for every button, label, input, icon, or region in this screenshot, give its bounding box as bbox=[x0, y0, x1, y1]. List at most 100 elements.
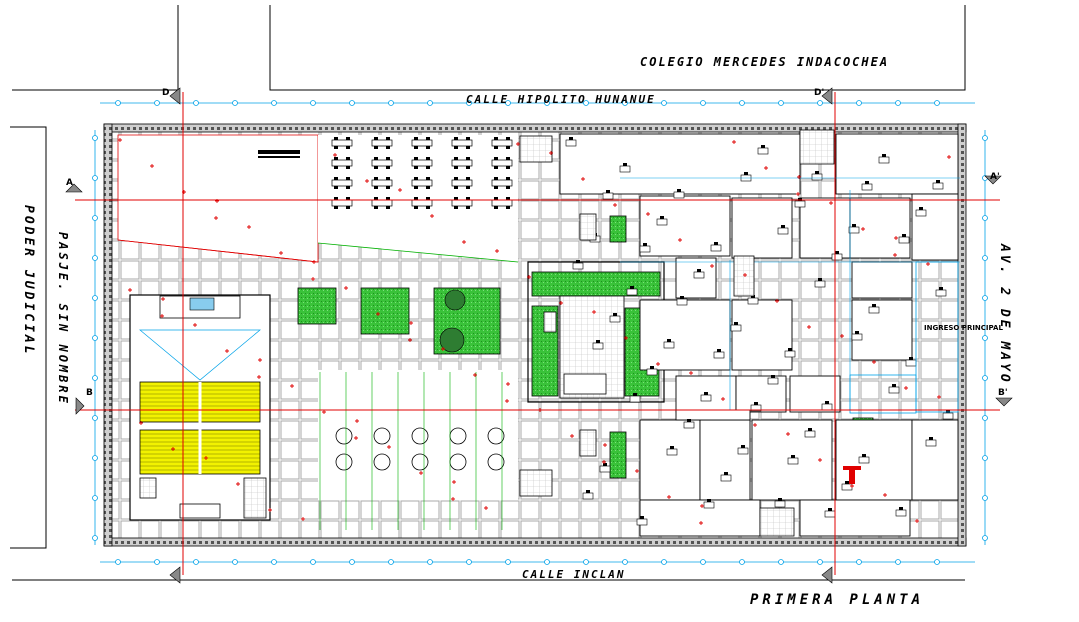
office-chair bbox=[791, 455, 795, 458]
level-point bbox=[904, 386, 908, 390]
chair bbox=[374, 206, 378, 209]
office-furniture bbox=[942, 412, 954, 420]
office-room bbox=[911, 419, 959, 501]
desk bbox=[371, 159, 393, 167]
level-point bbox=[118, 138, 122, 142]
chair bbox=[386, 146, 390, 149]
chair bbox=[506, 157, 510, 160]
axis-bubble bbox=[778, 559, 784, 565]
chair bbox=[426, 186, 430, 189]
level-point bbox=[236, 482, 240, 486]
section-b-right: B' bbox=[998, 388, 1008, 398]
chair bbox=[506, 206, 510, 209]
office-chair bbox=[872, 304, 876, 307]
desk bbox=[491, 139, 513, 147]
level-point bbox=[764, 166, 768, 170]
chair bbox=[494, 186, 498, 189]
chair bbox=[386, 157, 390, 160]
desk bbox=[491, 199, 513, 207]
chair bbox=[374, 166, 378, 169]
level-point bbox=[161, 297, 165, 301]
chair bbox=[414, 137, 418, 140]
axis-bubble bbox=[92, 175, 98, 181]
level-point bbox=[894, 236, 898, 240]
axis-bubble bbox=[700, 100, 706, 106]
passage-left-label: PASJE. SIN NOMBRE bbox=[56, 232, 70, 406]
chair bbox=[426, 206, 430, 209]
level-point bbox=[495, 249, 499, 253]
office-furniture bbox=[848, 226, 860, 234]
patio-table bbox=[373, 453, 391, 471]
office-chair bbox=[862, 454, 866, 457]
chair bbox=[346, 197, 350, 200]
office-chair bbox=[744, 172, 748, 175]
level-point bbox=[387, 445, 391, 449]
office-chair bbox=[835, 251, 839, 254]
office-chair bbox=[818, 278, 822, 281]
chair bbox=[454, 186, 458, 189]
office-chair bbox=[919, 207, 923, 210]
axis-bubble bbox=[466, 559, 472, 565]
office-chair bbox=[717, 349, 721, 352]
level-point bbox=[333, 153, 337, 157]
office-furniture bbox=[639, 245, 651, 253]
axis-bubble bbox=[154, 100, 160, 106]
level-point bbox=[430, 214, 434, 218]
office-chair bbox=[771, 375, 775, 378]
office-chair bbox=[892, 384, 896, 387]
office-chair bbox=[680, 296, 684, 299]
office-furniture bbox=[868, 306, 880, 314]
level-point bbox=[915, 519, 919, 523]
level-point bbox=[947, 155, 951, 159]
chair bbox=[506, 186, 510, 189]
level-point bbox=[355, 419, 359, 423]
chair bbox=[454, 206, 458, 209]
office-chair bbox=[643, 243, 647, 246]
chair bbox=[506, 197, 510, 200]
level-point bbox=[775, 299, 779, 303]
section-d-right: D' bbox=[814, 88, 825, 98]
level-point bbox=[883, 493, 887, 497]
level-point bbox=[613, 203, 617, 207]
level-point bbox=[204, 456, 208, 460]
level-point bbox=[829, 201, 833, 205]
office-furniture bbox=[626, 288, 638, 296]
level-point bbox=[581, 177, 585, 181]
axis-bubble bbox=[583, 559, 589, 565]
level-point bbox=[215, 199, 219, 203]
chair bbox=[334, 157, 338, 160]
chair bbox=[334, 206, 338, 209]
chair bbox=[386, 166, 390, 169]
office-room bbox=[799, 499, 911, 537]
level-point bbox=[376, 312, 380, 316]
axis-bubble bbox=[92, 455, 98, 461]
office-furniture bbox=[666, 448, 678, 456]
office-chair bbox=[741, 445, 745, 448]
level-point bbox=[484, 506, 488, 510]
office-furniture bbox=[915, 209, 927, 217]
office-furniture bbox=[811, 173, 823, 181]
level-point bbox=[786, 432, 790, 436]
office-furniture bbox=[935, 289, 947, 297]
chair bbox=[346, 177, 350, 180]
level-point bbox=[311, 277, 315, 281]
patio-table bbox=[411, 427, 429, 445]
office-room bbox=[639, 299, 731, 371]
chair bbox=[346, 137, 350, 140]
lower-patio bbox=[318, 370, 518, 500]
chair bbox=[494, 157, 498, 160]
chair bbox=[506, 177, 510, 180]
entrance-hall bbox=[849, 261, 959, 414]
office-furniture bbox=[656, 218, 668, 226]
office-furniture bbox=[747, 297, 759, 305]
sheet-title: PRIMERA PLANTA bbox=[750, 592, 925, 608]
level-point bbox=[635, 469, 639, 473]
level-point bbox=[570, 434, 574, 438]
office-chair bbox=[660, 216, 664, 219]
office-chair bbox=[936, 180, 940, 183]
school-label: COLEGIO MERCEDES INDACOCHEA bbox=[640, 55, 890, 69]
axis-bubble bbox=[982, 215, 988, 221]
axis-bubble bbox=[232, 100, 238, 106]
office-furniture bbox=[757, 147, 769, 155]
office-furniture bbox=[851, 333, 863, 341]
